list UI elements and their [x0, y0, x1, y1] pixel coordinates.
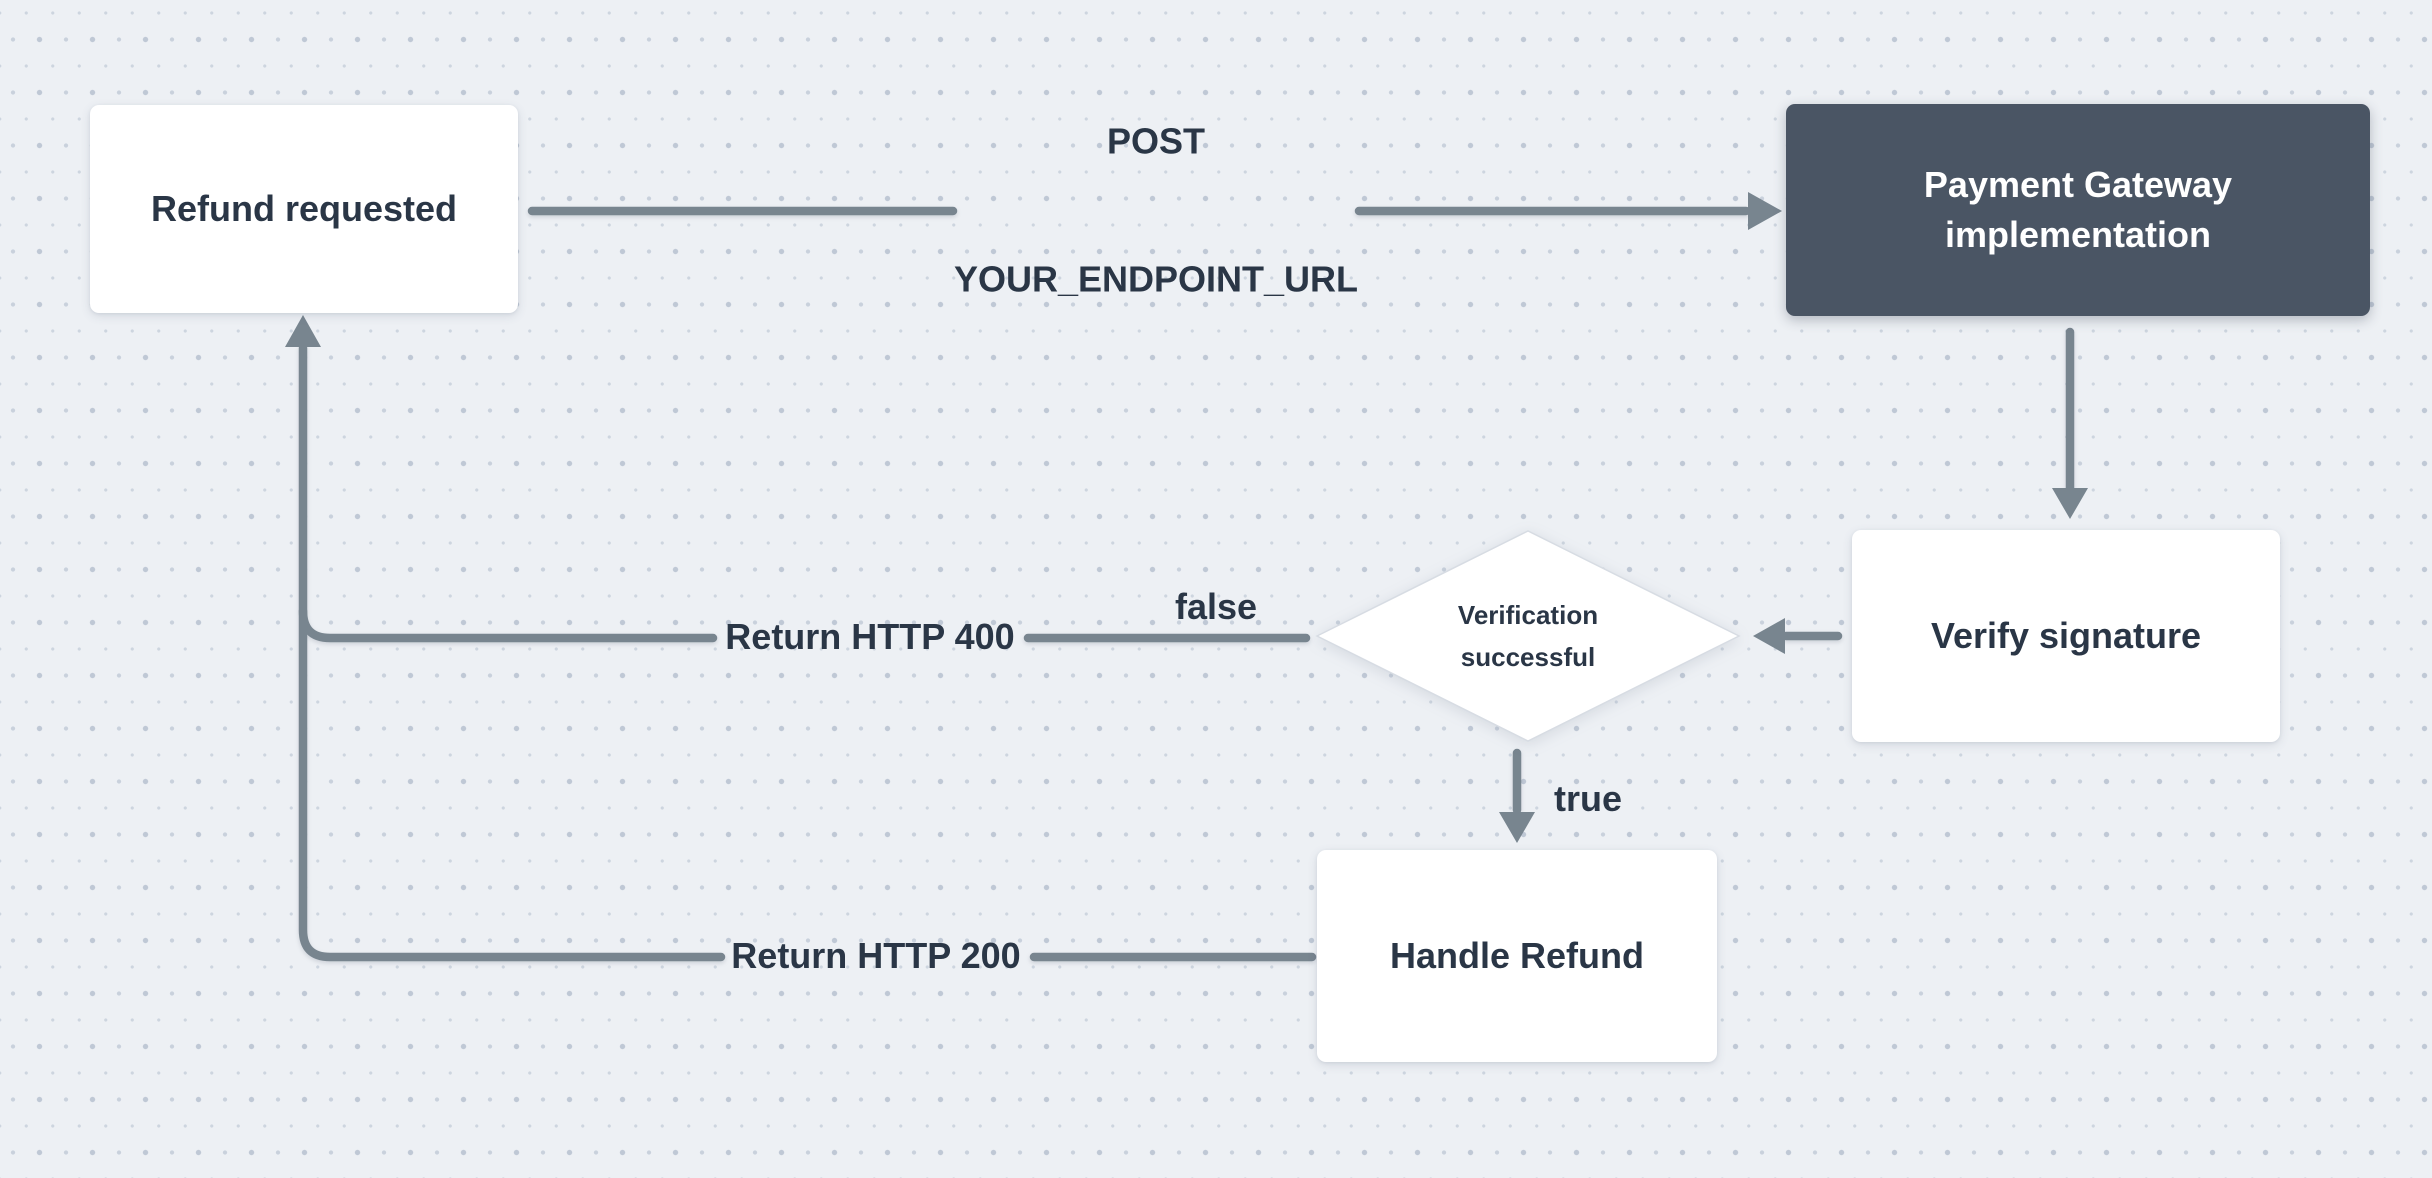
decision-diamond-label: Verification successful [1458, 594, 1598, 678]
condition-label-true: true [1553, 778, 1623, 819]
node-payment-gateway[interactable]: Payment Gateway implementation [1786, 104, 2370, 316]
decision-label-line2: successful [1460, 642, 1596, 672]
node-handle-refund-label: Handle Refund [1389, 934, 1644, 976]
edge-label-return-http-400: Return HTTP 400 [725, 615, 1015, 657]
node-handle-refund[interactable]: Handle Refund [1317, 850, 1717, 1062]
decision-diamond[interactable] [1315, 530, 1741, 742]
edge-label-post-endpoint: POST YOUR_ENDPOINT_URL [954, 27, 1358, 396]
node-refund-requested[interactable]: Refund requested [90, 105, 518, 313]
decision-label-line1: Verification [1457, 599, 1599, 630]
node-verify-signature[interactable]: Verify signature [1852, 530, 2280, 742]
edge-label-post-line1: POST [1106, 120, 1205, 162]
connectors [298, 206, 2075, 962]
node-payment-gateway-label: Payment Gateway implementation [1923, 163, 2233, 255]
arrowhead-into-refund-requested [285, 315, 321, 347]
edge-false-left-segment [298, 343, 718, 643]
node-verify-signature-label: Verify signature [1930, 614, 2202, 656]
arrowhead-into-gateway [1748, 192, 1782, 230]
arrowhead-into-decision [1753, 618, 1785, 654]
condition-label-false: false [1174, 586, 1258, 627]
node-refund-requested-label: Refund requested [150, 187, 458, 229]
arrowhead-into-handle-refund [1499, 812, 1535, 843]
edge-label-return-http-200: Return HTTP 200 [731, 934, 1021, 976]
arrowhead-into-verify [2052, 488, 2088, 519]
edge-http200-left-segment [298, 606, 726, 962]
edge-label-post-line2: YOUR_ENDPOINT_URL [953, 259, 1359, 301]
arrowheads [285, 192, 2088, 843]
